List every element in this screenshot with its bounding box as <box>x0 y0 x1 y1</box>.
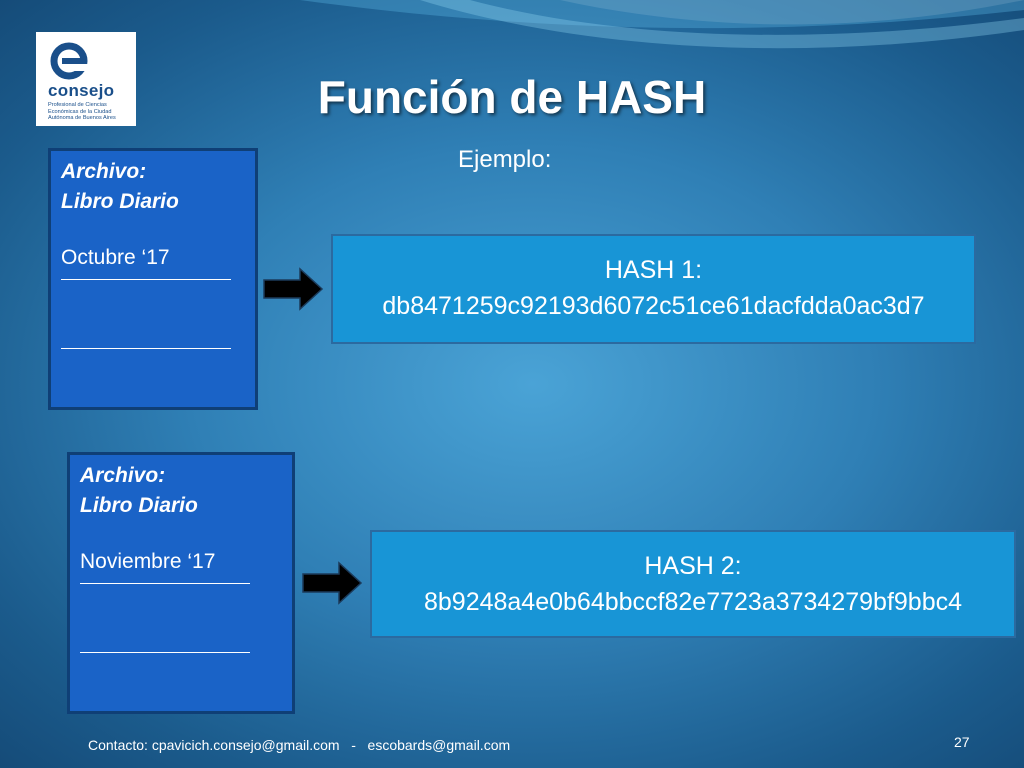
page-number: 27 <box>954 734 970 750</box>
example-label: Ejemplo: <box>458 146 552 173</box>
decorative-wave <box>300 0 1024 49</box>
file-month: Octubre ‘17 <box>61 246 170 269</box>
placeholder-line <box>61 273 231 280</box>
slide-title: Función de HASH <box>317 71 707 123</box>
file-label-libro: Libro Diario <box>80 494 198 517</box>
file-month: Noviembre ‘17 <box>80 550 216 573</box>
file-box-1: Archivo: Libro Diario Octubre ‘17 <box>48 148 258 410</box>
placeholder-line <box>80 577 250 584</box>
file-box-2: Archivo: Libro Diario Noviembre ‘17 <box>67 452 295 714</box>
footer-contact: Contacto: cpavicich.consejo@gmail.com - … <box>88 737 511 753</box>
logo-tagline: Profesional de Ciencias Económicas de la… <box>48 102 116 121</box>
hash-value: db8471259c92193d6072c51ce61dacfdda0ac3d7 <box>382 292 925 320</box>
placeholder-line <box>61 342 231 349</box>
file-label-archivo: Archivo: <box>61 160 147 183</box>
file-label-libro: Libro Diario <box>61 190 179 213</box>
hash-value: 8b9248a4e0b64bbccf82e7723a3734279bf9bbc4 <box>423 588 963 616</box>
file-label-archivo: Archivo: <box>80 464 166 487</box>
hash-box-1: HASH 1: db8471259c92193d6072c51ce61dacfd… <box>331 234 976 344</box>
consejo-logo-icon <box>50 42 88 80</box>
right-arrow-icon <box>302 561 363 605</box>
consejo-logo: consejo Profesional de Ciencias Económic… <box>36 32 136 126</box>
hash-label: HASH 1: <box>604 256 703 284</box>
placeholder-line <box>80 646 250 653</box>
hash-label: HASH 2: <box>644 552 742 580</box>
right-arrow-icon <box>263 267 324 311</box>
logo-wordmark: consejo <box>48 81 115 100</box>
hash-box-2: HASH 2: 8b9248a4e0b64bbccf82e7723a373427… <box>370 530 1016 638</box>
